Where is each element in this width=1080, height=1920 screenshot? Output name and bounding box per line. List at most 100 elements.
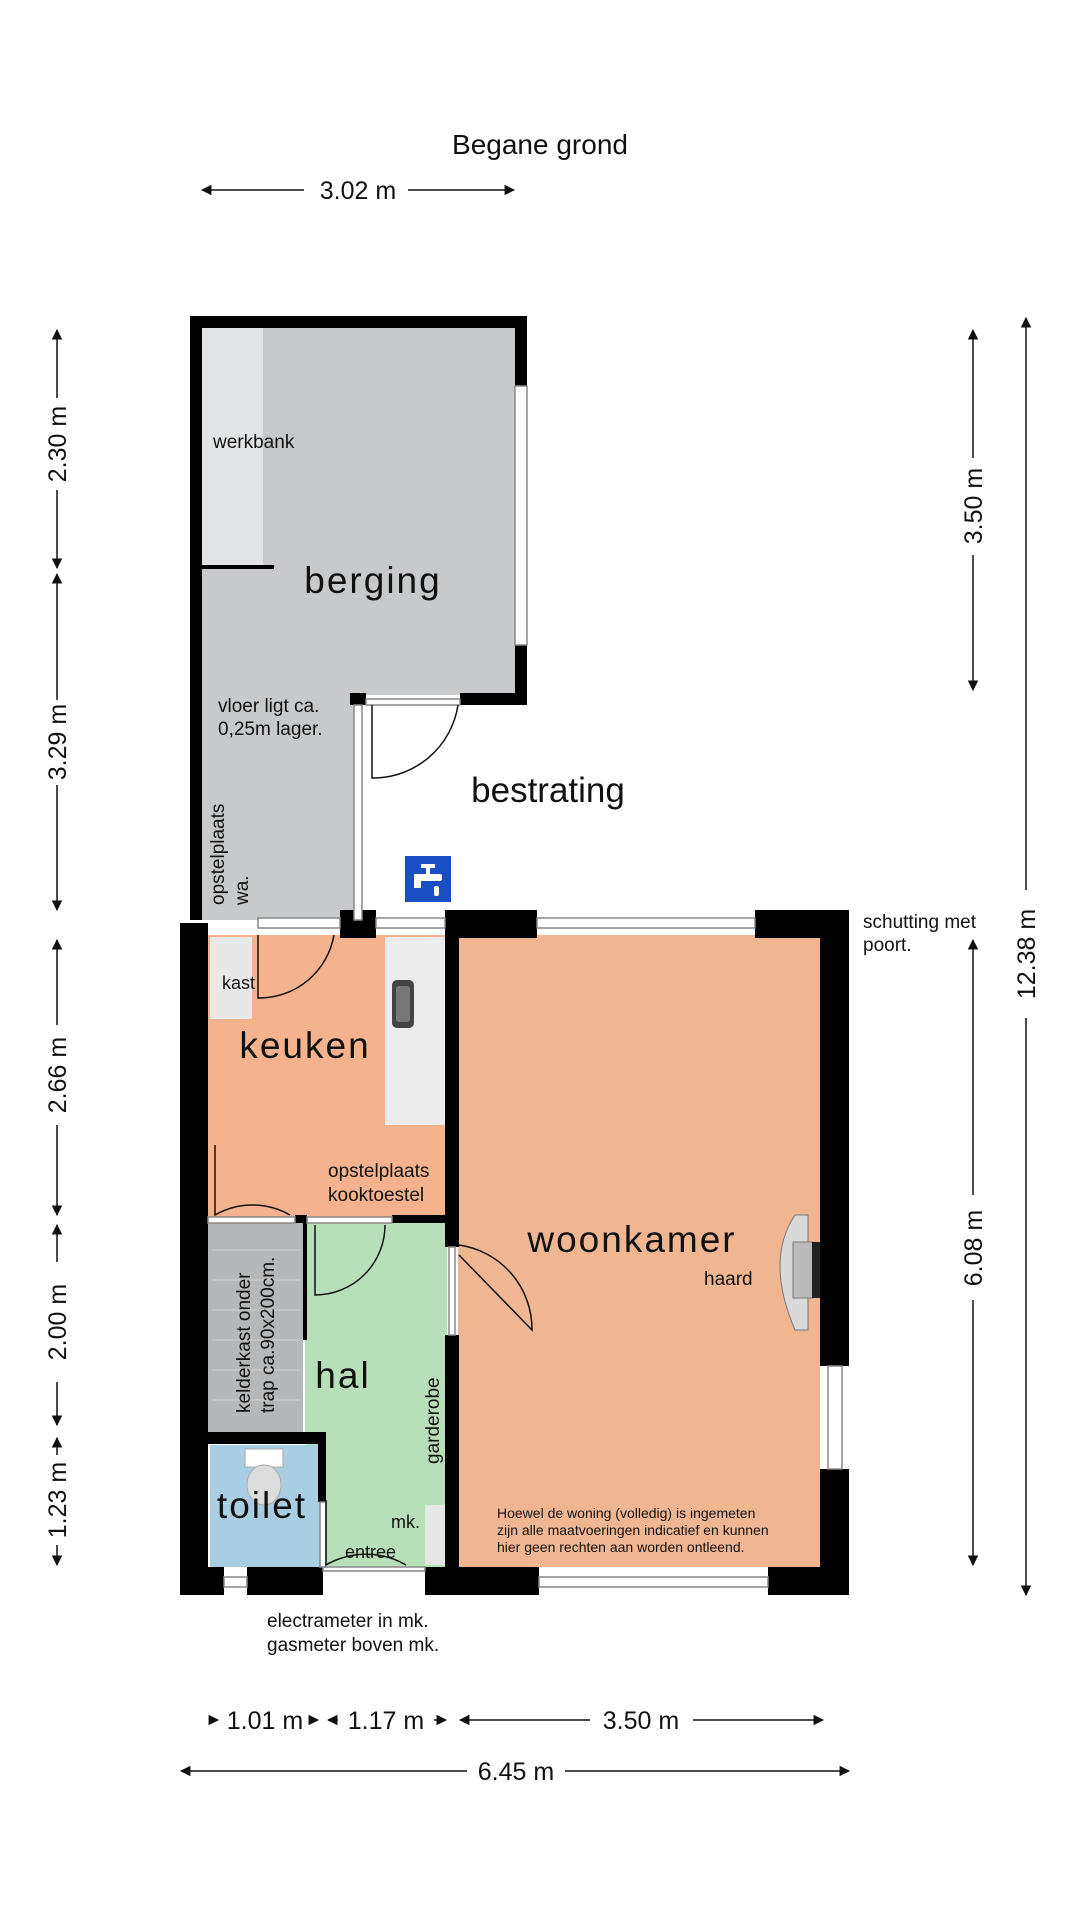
label-garderobe: garderobe	[423, 1377, 444, 1464]
label-opstelplaats-wa-line2: wa.	[232, 875, 253, 906]
label-mk: mk.	[391, 1512, 420, 1532]
window	[322, 1566, 426, 1572]
water-tap-icon	[405, 856, 451, 902]
window	[207, 1216, 296, 1224]
wall	[318, 1432, 326, 1502]
wall	[445, 935, 459, 1247]
werkbank-surface	[200, 327, 263, 567]
window	[223, 1576, 248, 1588]
room-label-berging: berging	[304, 560, 441, 601]
plan-title: Begane grond	[452, 129, 628, 160]
window	[319, 1501, 327, 1568]
wall	[455, 1567, 539, 1595]
room-label-woonkamer: woonkamer	[526, 1219, 736, 1260]
dim-bottom-2: 1.17 m	[348, 1707, 424, 1735]
dim-left-1: 2.30 m	[44, 406, 72, 482]
hal-upper	[305, 1222, 447, 1232]
dim-bottom-total: 6.45 m	[478, 1758, 554, 1786]
wall	[445, 1335, 459, 1575]
wall	[180, 923, 208, 935]
dim-left-2: 3.29 m	[44, 704, 72, 780]
window	[536, 917, 756, 929]
wall	[190, 316, 202, 920]
dim-left-5: 1.23 m	[44, 1462, 72, 1538]
window	[257, 917, 341, 929]
dim-right-1: 3.50 m	[960, 468, 988, 544]
label-meter-line2: gasmeter boven mk.	[267, 1635, 439, 1656]
room-fills	[200, 327, 820, 1568]
label-opstelplaats-wa-line1: opstelplaats	[208, 804, 229, 905]
wall	[208, 1432, 323, 1444]
door-swing	[371, 704, 459, 779]
room-label-hal: hal	[315, 1355, 370, 1396]
disclaimer-line3: hier geen rechten aan worden ontleend.	[497, 1539, 745, 1555]
wall	[768, 1567, 849, 1595]
wall	[180, 923, 208, 1595]
kast-surface	[210, 937, 252, 1019]
label-vloer-line2: 0,25m lager.	[218, 719, 323, 740]
wall	[392, 1215, 452, 1223]
dim-right-2: 6.08 m	[960, 1210, 988, 1286]
dim-bottom-3: 3.50 m	[603, 1707, 679, 1735]
label-kast: kast	[222, 973, 255, 993]
dim-right-total: 12.38 m	[1013, 909, 1041, 999]
dimension-lines	[51, 184, 1032, 1777]
window	[365, 698, 461, 706]
label-kooktoestel-line1: opstelplaats	[328, 1161, 429, 1182]
disclaimer-line2: zijn alle maatvoeringen indicatief en ku…	[497, 1522, 769, 1538]
door-swing	[257, 934, 335, 999]
wall	[190, 316, 527, 328]
dim-top-width: 3.02 m	[320, 177, 396, 205]
label-kelderkast-line1: kelderkast onder	[234, 1272, 255, 1413]
dim-left-3: 2.66 m	[44, 1037, 72, 1113]
berging-floor	[200, 327, 515, 920]
wall	[515, 316, 527, 386]
counter-surface	[385, 937, 445, 1125]
fireplace-icon	[779, 1214, 820, 1331]
label-meter-line1: electrameter in mk.	[267, 1611, 429, 1632]
hal-floor	[305, 1222, 447, 1568]
label-vloer-line1: vloer ligt ca.	[218, 696, 319, 717]
wall	[820, 910, 849, 1366]
window	[375, 917, 446, 929]
door-swing	[325, 1500, 407, 1567]
woonkamer-floor	[458, 935, 820, 1567]
window	[306, 1216, 393, 1224]
wall	[247, 1567, 323, 1595]
mk-cabinet	[425, 1505, 447, 1565]
disclaimer-line1: Hoewel de woning (volledig) is ingemeten	[497, 1505, 755, 1521]
window	[448, 1246, 456, 1336]
label-haard: haard	[704, 1269, 753, 1290]
door-swing	[214, 1145, 291, 1217]
room-label-bestrating: bestrating	[471, 771, 625, 810]
windows	[207, 385, 843, 1588]
wall	[180, 1567, 224, 1595]
wall	[295, 1215, 307, 1223]
window	[514, 385, 528, 646]
label-schutting-line1: schutting met	[863, 912, 977, 933]
dim-bottom-1: 1.01 m	[227, 1707, 303, 1735]
label-schutting-line2: poort.	[863, 935, 912, 956]
wall	[350, 693, 366, 705]
label-werkbank: werkbank	[212, 432, 295, 453]
room-label-keuken: keuken	[239, 1025, 370, 1066]
wall	[303, 1222, 307, 1340]
toilet-bowl-icon	[244, 1448, 284, 1506]
window	[538, 1576, 769, 1588]
door-swing	[314, 1224, 386, 1296]
wall	[200, 565, 274, 569]
wall	[460, 693, 527, 705]
stair-lines	[212, 1249, 300, 1401]
label-kelderkast-line2: trap ca.90x200cm.	[258, 1257, 279, 1413]
room-label-toilet: toilet	[217, 1485, 307, 1526]
doors	[214, 704, 533, 1567]
kelderkast-floor	[208, 1222, 303, 1432]
door-swing	[458, 1244, 533, 1332]
label-kooktoestel-line2: kooktoestel	[328, 1185, 424, 1206]
sink-basin	[396, 986, 410, 1022]
label-entree: entree	[345, 1542, 396, 1562]
window	[827, 1365, 843, 1470]
wall	[515, 645, 527, 705]
window	[353, 704, 363, 921]
